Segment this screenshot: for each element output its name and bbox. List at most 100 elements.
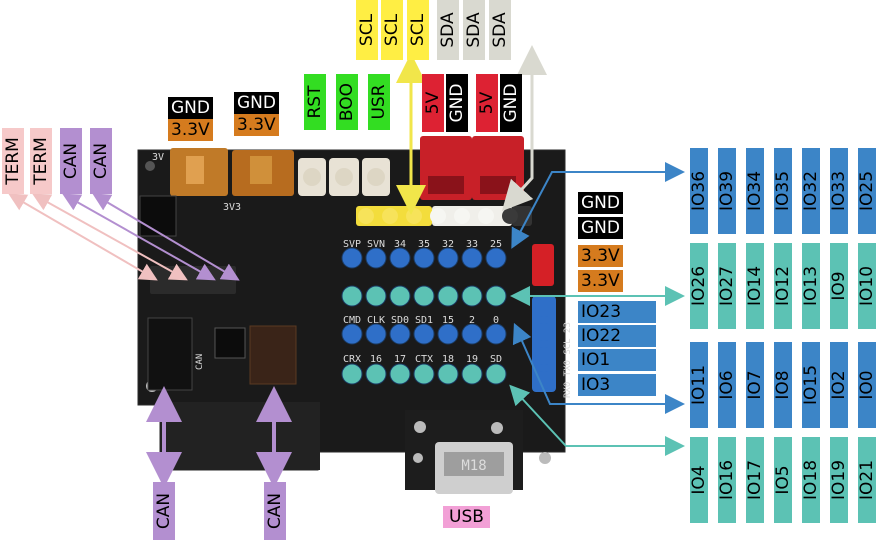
header-pin: [413, 285, 435, 307]
io-pin-label: IO34: [745, 148, 765, 234]
can-connector: [249, 325, 297, 385]
header-pin: [365, 285, 387, 307]
io-side-label: IO22: [578, 325, 656, 347]
io-pin-label: IO25: [857, 148, 877, 234]
silk-label: SVN: [367, 239, 385, 250]
scl-label: SCL: [381, 0, 403, 60]
header-pin: [365, 247, 387, 269]
v33-label: 3.3V: [168, 119, 213, 141]
io-pin-label: IO26: [689, 243, 709, 329]
io-pin-label: IO9: [829, 243, 849, 329]
silk-label: 2: [469, 315, 475, 326]
io-pin-label: IO17: [745, 437, 765, 523]
silk-label: CMD: [343, 315, 361, 326]
pin-header-rows: [341, 208, 553, 389]
header-pin: [437, 285, 459, 307]
term-arrow: [32, 193, 188, 281]
silk-label: 32: [442, 239, 454, 250]
io-pin-label: IO6: [717, 342, 737, 428]
silk-label: 33: [466, 239, 478, 250]
io-pin-label: IO15: [801, 342, 821, 428]
header-pin: [437, 247, 459, 269]
term-label: TERM: [30, 128, 52, 194]
io-pin-label: IO12: [773, 243, 793, 329]
header-pin: [382, 208, 398, 224]
silk-label: CLK: [367, 315, 385, 326]
header-pin: [341, 323, 363, 345]
header-pin: [454, 208, 470, 224]
header-pin: [461, 323, 483, 345]
sda-label: SDA: [437, 0, 459, 60]
io-pin-label: IO2: [829, 342, 849, 428]
silk-label: SD: [490, 354, 502, 365]
header-pin: [389, 285, 411, 307]
io-pin-label: IO35: [773, 148, 793, 234]
io-pin-label: IO19: [829, 437, 849, 523]
sda-label: SDA: [463, 0, 485, 60]
io-pin-label: IO11: [689, 342, 709, 428]
silk-label: SVP: [343, 239, 361, 250]
silk-label: CRX: [343, 354, 361, 365]
header-pin: [389, 247, 411, 269]
mount-hole: [491, 422, 503, 434]
header-pin: [389, 323, 411, 345]
v5-label: 5V: [422, 74, 444, 132]
mount-hole: [414, 421, 426, 433]
silk-label: 0: [493, 315, 499, 326]
header-pin: [358, 208, 374, 224]
header-pin: [341, 285, 363, 307]
io-blue-arrow-top: [511, 162, 685, 249]
red-header: [532, 244, 554, 286]
io-pin-label: IO8: [773, 342, 793, 428]
mount-hole: [145, 161, 155, 171]
gnd-label: GND: [234, 92, 279, 114]
can-bottom-label: CAN: [153, 482, 175, 540]
usb-chip-text: M18: [461, 458, 486, 474]
silk-label: 18: [442, 354, 454, 365]
can-arrow: [92, 193, 240, 281]
io-pin-label: IO27: [717, 243, 737, 329]
can-module-board: [160, 402, 320, 470]
can-arrow: [62, 193, 216, 281]
scl-label: SCL: [356, 0, 378, 60]
io-side-label: IO1: [578, 349, 656, 371]
gnd-label: GND: [168, 97, 213, 119]
header-pin: [389, 363, 411, 385]
header-pin: [413, 247, 435, 269]
io-pin-label: IO0: [857, 342, 877, 428]
usr-label: USR: [368, 74, 390, 130]
io-pin-label: IO14: [745, 243, 765, 329]
header-pin: [478, 208, 494, 224]
gnd-label: GND: [578, 192, 623, 214]
can-label: CAN: [60, 128, 82, 194]
term-arrow: [8, 193, 158, 281]
gnd-label: GND: [500, 74, 522, 132]
header-pin: [461, 363, 483, 385]
io-pin-label: IO36: [689, 148, 709, 234]
v33-label: 3.3V: [234, 114, 279, 136]
header-pin: [437, 363, 459, 385]
header-pin: [461, 247, 483, 269]
v33-label: 3.3V: [578, 270, 623, 292]
io-pin-label: IO39: [717, 148, 737, 234]
usb-label: USB: [443, 506, 490, 528]
io-pin-label: IO21: [857, 437, 877, 523]
silk-3v-label: 3V: [152, 152, 164, 163]
gnd-label: GND: [446, 74, 468, 132]
silk-label: SD1: [415, 315, 433, 326]
silk-label: 25: [490, 239, 502, 250]
silk-label: CTX: [415, 354, 433, 365]
silk-label: 17: [394, 354, 406, 365]
header-pin: [365, 323, 387, 345]
header-pin: [413, 363, 435, 385]
header-pin: [365, 363, 387, 385]
mount-hole: [413, 453, 423, 463]
io-side-label: IO23: [578, 301, 656, 323]
silk-label: 19: [466, 354, 478, 365]
io-pin-label: IO5: [773, 437, 793, 523]
header-pin: [485, 247, 507, 269]
silk-can-label: CAN: [195, 354, 205, 370]
